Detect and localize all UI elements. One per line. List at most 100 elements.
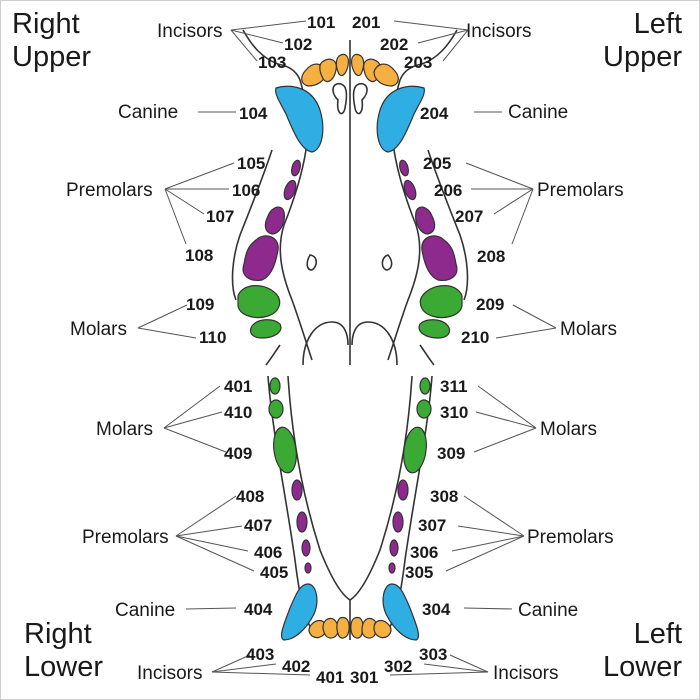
- tooth-208[interactable]: [421, 235, 458, 281]
- group-labels: Incisors Incisors Canine Canine Premolar…: [66, 21, 624, 684]
- num-303: 303: [419, 645, 447, 664]
- label-incisors-left-lower: Incisors: [493, 663, 558, 684]
- label-incisors-right-lower: Incisors: [137, 663, 202, 684]
- upper-molars: [237, 285, 463, 339]
- lower-canines: [280, 583, 420, 641]
- tooth-109[interactable]: [237, 285, 281, 319]
- tooth-110[interactable]: [249, 319, 282, 339]
- num-209: 209: [476, 295, 504, 314]
- num-308: 308: [430, 487, 458, 506]
- tooth-406[interactable]: [301, 539, 311, 557]
- tooth-409[interactable]: [271, 426, 299, 475]
- tooth-204[interactable]: [376, 85, 425, 153]
- tooth-105[interactable]: [290, 159, 302, 177]
- num-202: 202: [380, 35, 408, 54]
- tooth-401[interactable]: [269, 377, 281, 395]
- num-208: 208: [477, 247, 505, 266]
- num-310: 310: [440, 403, 468, 422]
- num-409: 409: [224, 444, 252, 463]
- quadrant-left-lower-line1: Left: [633, 618, 682, 650]
- quadrant-left-upper-line1: Left: [633, 8, 682, 40]
- quadrant-left-lower-line2: Lower: [603, 651, 682, 683]
- tooth-305[interactable]: [388, 562, 396, 574]
- tooth-101[interactable]: [335, 53, 350, 77]
- num-408: 408: [236, 487, 264, 506]
- num-404: 404: [244, 600, 273, 619]
- tooth-107[interactable]: [264, 206, 285, 235]
- tooth-401-incisor[interactable]: [336, 616, 350, 639]
- tooth-403[interactable]: [308, 619, 327, 639]
- tooth-201[interactable]: [350, 53, 365, 77]
- label-premolars-right-upper: Premolars: [66, 180, 153, 201]
- tooth-102[interactable]: [319, 58, 337, 83]
- tooth-309[interactable]: [401, 426, 429, 475]
- num-304: 304: [422, 600, 451, 619]
- num-104: 104: [239, 104, 268, 123]
- quadrant-right-upper-line2: Upper: [12, 41, 91, 73]
- num-109: 109: [186, 295, 214, 314]
- label-canine-right-lower: Canine: [115, 600, 175, 621]
- num-401: 401: [224, 377, 252, 396]
- num-406: 406: [254, 543, 282, 562]
- num-210: 210: [461, 328, 489, 347]
- num-108: 108: [185, 246, 213, 265]
- tooth-402[interactable]: [322, 617, 339, 639]
- tooth-307[interactable]: [392, 511, 404, 533]
- num-401-incisor: 401: [316, 668, 344, 687]
- tooth-303[interactable]: [373, 619, 392, 639]
- num-203: 203: [404, 53, 432, 72]
- num-405: 405: [260, 563, 288, 582]
- tooth-104[interactable]: [275, 85, 324, 153]
- upper-premolars: [242, 159, 458, 281]
- tooth-310[interactable]: [416, 399, 432, 419]
- quadrant-right-lower-line2: Lower: [24, 651, 103, 683]
- num-103: 103: [258, 53, 286, 72]
- tooth-106[interactable]: [282, 179, 298, 201]
- tooth-304[interactable]: [382, 583, 420, 641]
- num-305: 305: [405, 563, 433, 582]
- label-molars-left-lower: Molars: [540, 419, 597, 440]
- num-403: 403: [246, 645, 274, 664]
- upper-canines: [275, 85, 425, 153]
- label-canine-left-upper: Canine: [508, 102, 568, 123]
- num-101: 101: [307, 13, 335, 32]
- lower-molars: [268, 377, 432, 475]
- tooth-207[interactable]: [415, 206, 436, 235]
- quadrant-right-lower-line1: Right: [24, 618, 92, 650]
- tooth-210[interactable]: [418, 319, 451, 339]
- label-premolars-left-lower: Premolars: [527, 527, 614, 548]
- num-110: 110: [199, 328, 226, 347]
- tooth-311[interactable]: [419, 377, 431, 395]
- tooth-209[interactable]: [419, 285, 463, 319]
- tooth-308[interactable]: [397, 479, 409, 501]
- quadrant-right-upper: Right Upper: [12, 8, 91, 74]
- tooth-408[interactable]: [291, 479, 303, 501]
- quadrant-left-lower: Left Lower: [603, 618, 682, 684]
- tooth-203[interactable]: [373, 63, 399, 87]
- tooth-410[interactable]: [268, 399, 284, 419]
- num-205: 205: [423, 154, 451, 173]
- lower-jaw-outline: [267, 375, 433, 640]
- tooth-404[interactable]: [280, 583, 318, 641]
- num-105: 105: [237, 154, 265, 173]
- tooth-306[interactable]: [389, 539, 399, 557]
- tooth-205[interactable]: [398, 159, 410, 177]
- num-301: 301: [350, 668, 378, 687]
- upper-incisors: [301, 53, 399, 87]
- tooth-407[interactable]: [296, 511, 308, 533]
- tooth-108[interactable]: [242, 235, 279, 281]
- tooth-301[interactable]: [350, 616, 364, 639]
- label-premolars-right-lower: Premolars: [82, 527, 169, 548]
- tooth-numbers: 101 201 102 202 103 203 104 204 105 106 …: [185, 13, 505, 687]
- tooth-206[interactable]: [402, 179, 418, 201]
- tooth-405[interactable]: [304, 562, 312, 574]
- num-410: 410: [224, 403, 252, 422]
- num-207: 207: [455, 207, 483, 226]
- quadrant-left-upper-line2: Upper: [603, 41, 682, 73]
- quadrant-right-lower: Right Lower: [24, 618, 103, 684]
- leader-lines: [137, 20, 557, 676]
- label-molars-right-lower: Molars: [96, 419, 153, 440]
- num-311: 311: [440, 377, 467, 396]
- label-incisors-left-upper: Incisors: [466, 21, 531, 42]
